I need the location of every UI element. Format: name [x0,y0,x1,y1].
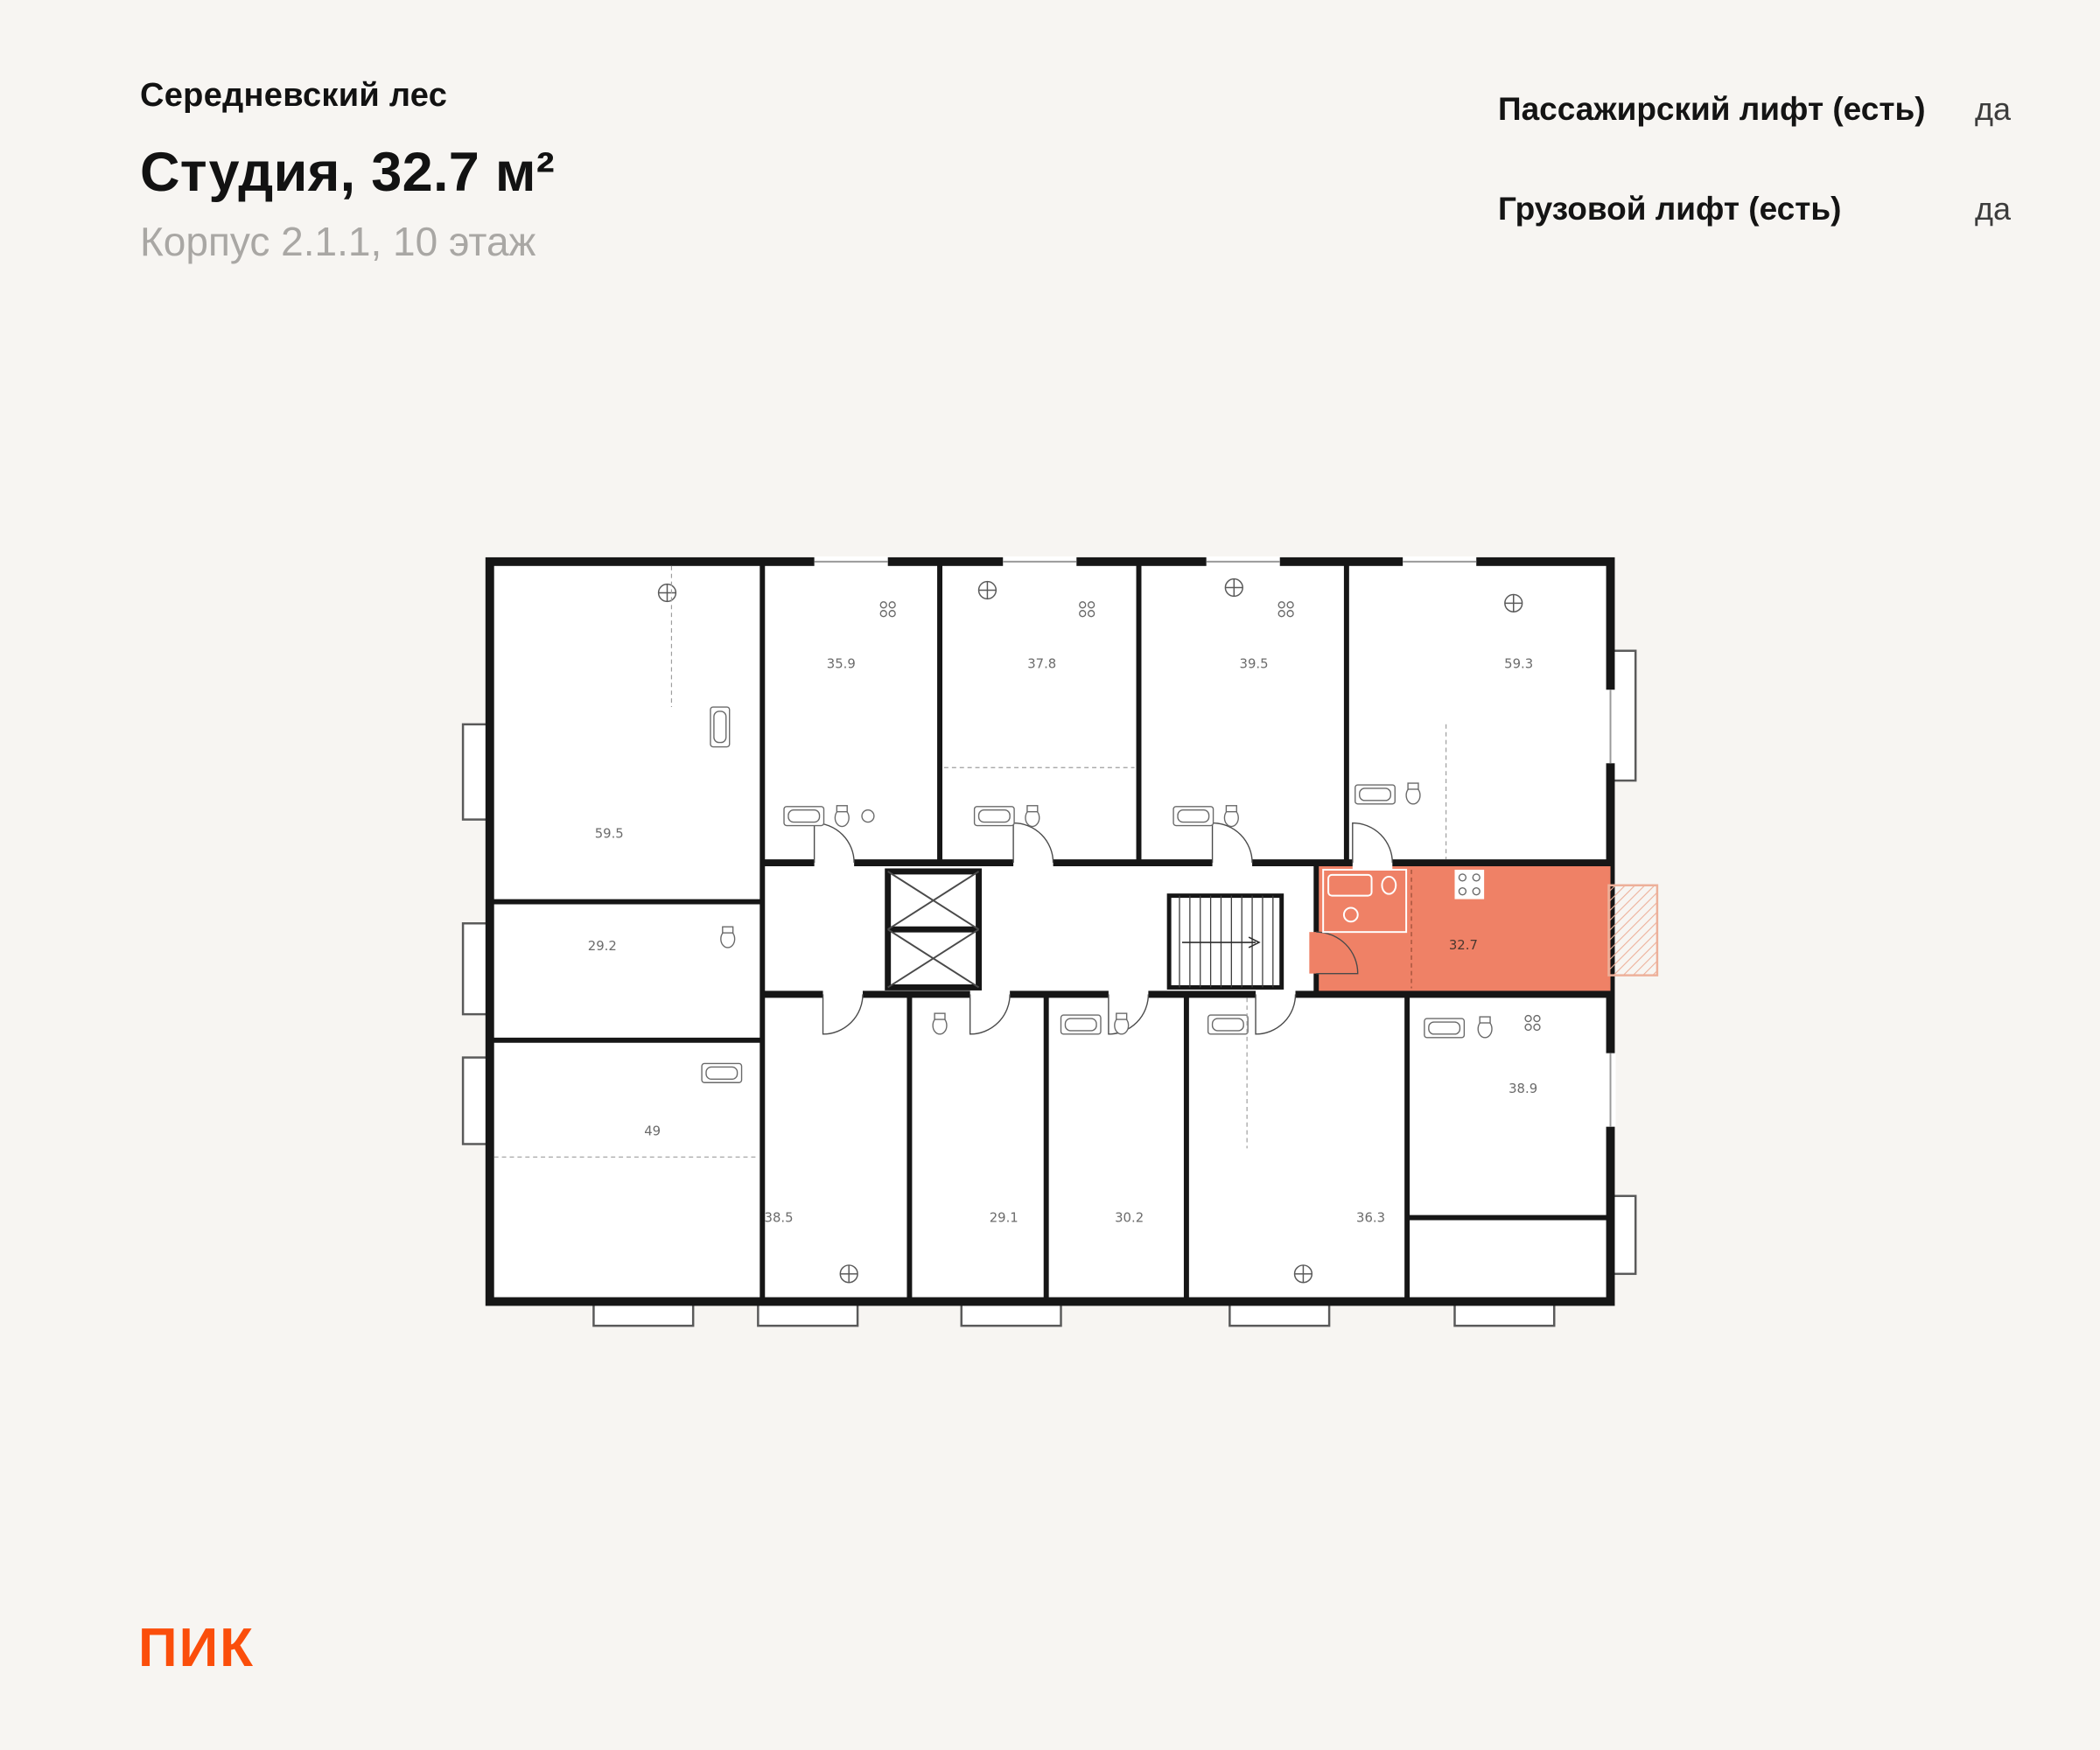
apartment-area-label: 49 [644,1124,661,1139]
page-title: Студия, 32.7 м² [140,142,556,203]
interior-walls [489,561,1611,1302]
apartment-area-label: 59.5 [595,826,624,841]
pik-logo[interactable]: ПИК [138,1618,255,1678]
highlighted-apartment-balcony [1607,884,1659,976]
cargo-elevator-label: Грузовой лифт (есть) [1498,191,1842,227]
apartment-area-label: 38.5 [765,1210,794,1225]
zone-dashed-lines [494,565,1447,1158]
passenger-elevator-value: да [1974,91,2011,127]
apartment-area-label: 37.8 [1027,657,1056,672]
floor-plan: 35.9 37.8 39.5 59.3 59.5 29.2 49 38.5 29… [461,556,1659,1327]
apartment-area-label: 30.2 [1115,1210,1144,1225]
stove-icons [879,601,1541,1032]
elevator-shafts [885,868,983,990]
apartment-area-label: 35.9 [827,657,856,672]
highlighted-apartment-area-label: 32.7 [1449,938,1478,953]
highlighted-apartment-fixtures [1322,868,1485,989]
cargo-elevator-value: да [1974,191,2011,227]
vent-shaft-icons [657,578,1523,1284]
elevator-info: Пассажирский лифт (есть) да Грузовой лиф… [1498,91,2011,290]
stairs [1166,893,1284,990]
fixture-icons [701,706,1493,1083]
elevator-row-passenger: Пассажирский лифт (есть) да [1498,91,2011,128]
apartment-area-label: 59.3 [1504,657,1533,672]
passenger-elevator-label: Пассажирский лифт (есть) [1498,91,1926,127]
header: Середневский лес Студия, 32.7 м² Корпус … [140,77,555,265]
elevator-row-cargo: Грузовой лифт (есть) да [1498,191,2011,228]
project-name: Середневский лес [140,77,448,114]
floor-plan-container: 35.9 37.8 39.5 59.3 59.5 29.2 49 38.5 29… [451,551,1671,1343]
windows [814,556,1616,1127]
apartment-area-label: 29.1 [990,1210,1018,1225]
apartment-area-label: 38.9 [1508,1082,1537,1096]
page-subtitle: Корпус 2.1.1, 10 этаж [140,219,536,264]
apartment-area-label: 29.2 [588,939,617,954]
doors [813,822,1393,1035]
apartment-area-label: 36.3 [1356,1210,1385,1225]
apartment-area-label: 39.5 [1240,657,1269,672]
